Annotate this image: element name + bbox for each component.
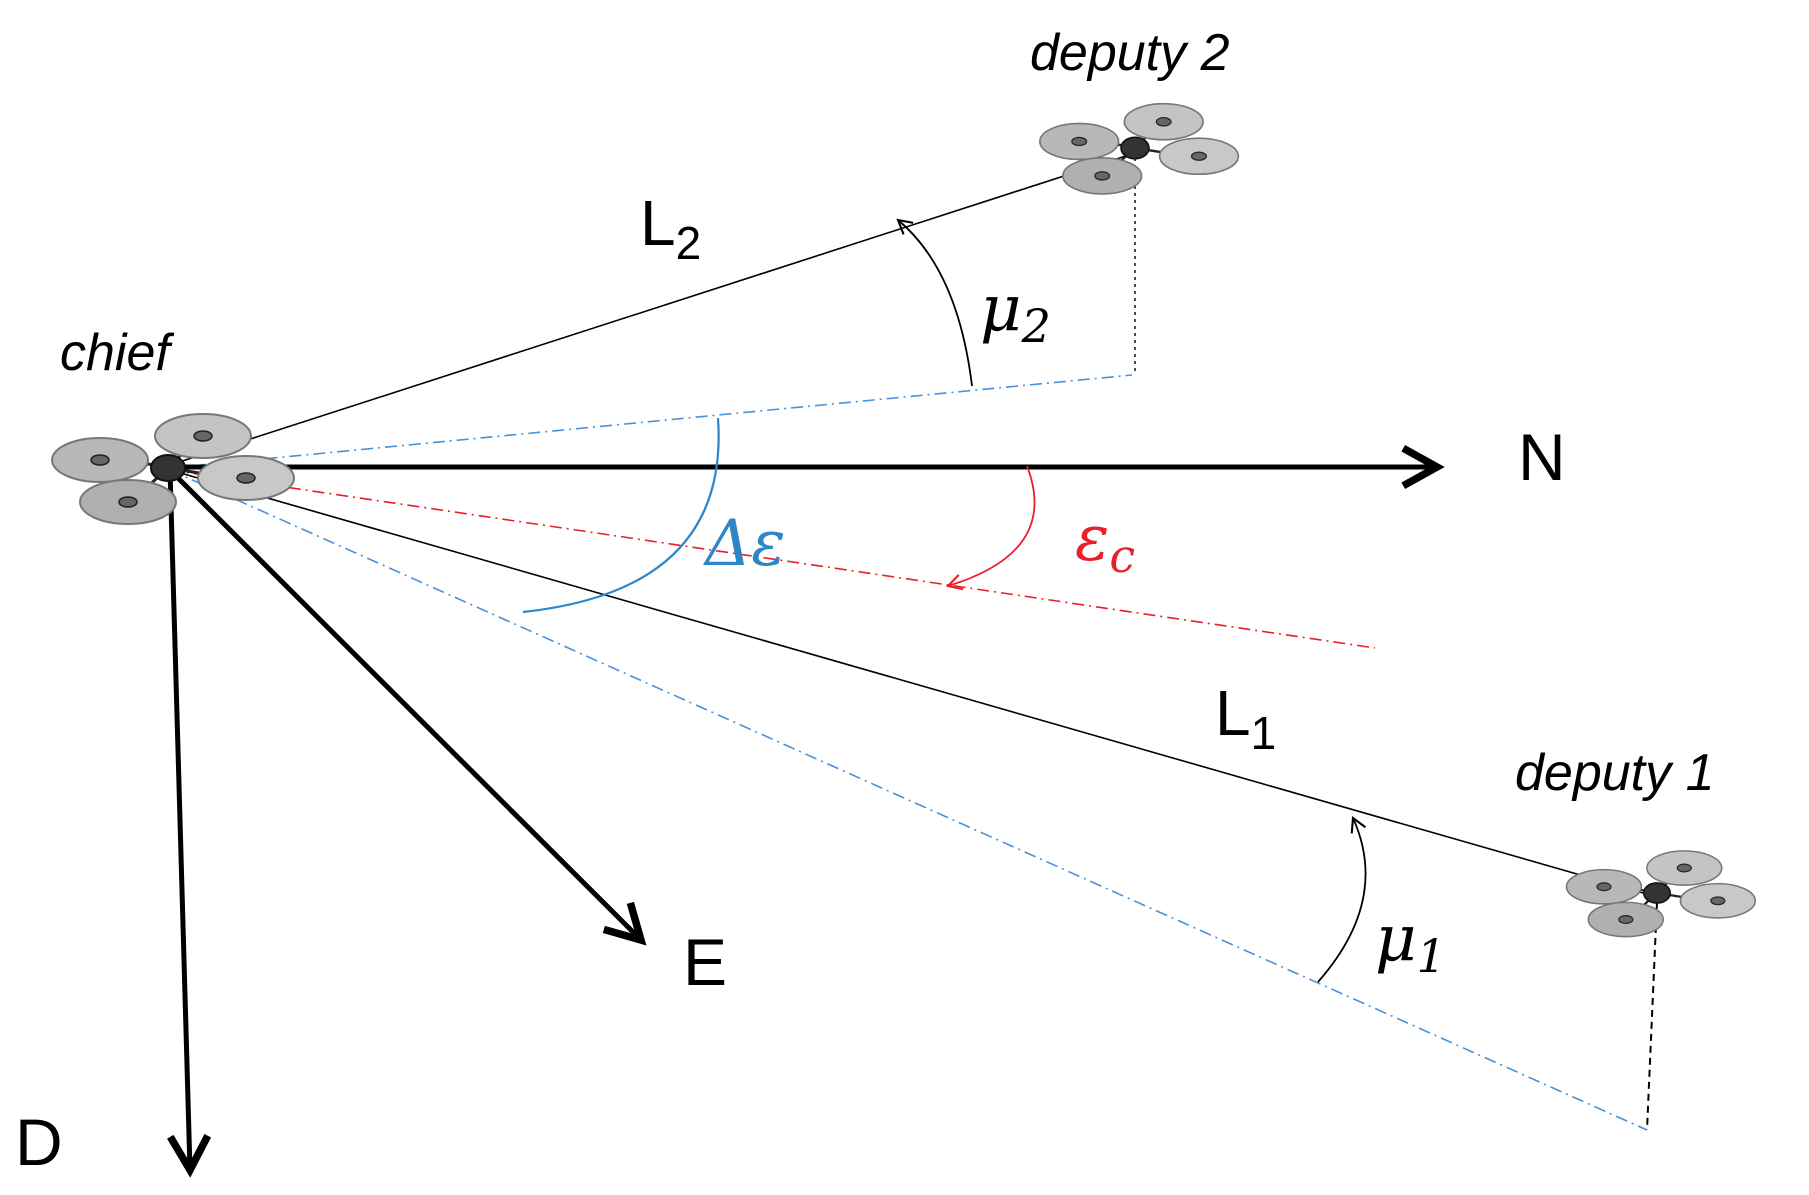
deputy2-drone xyxy=(1038,102,1240,196)
chief-drone xyxy=(50,412,296,526)
deputy2-projection-line xyxy=(169,374,1133,469)
distance-line-l1 xyxy=(169,469,1658,898)
north-label: N xyxy=(1518,420,1566,494)
deputy1-label: deputy 1 xyxy=(1515,744,1715,802)
chief-label: chief xyxy=(60,324,174,382)
delta-eps-label: Δε xyxy=(702,507,786,581)
quadcopter-icon xyxy=(1038,102,1240,196)
quadcopter-icon xyxy=(1565,849,1757,938)
down-label: D xyxy=(15,1105,63,1179)
mu1-label: μ1 xyxy=(1375,902,1446,983)
east-axis xyxy=(168,468,641,940)
eps-c-label: εc xyxy=(1075,502,1135,583)
deputy1-drone xyxy=(1565,849,1757,938)
delta-eps-angle-arc xyxy=(522,417,720,614)
mu2-angle-arc xyxy=(896,218,973,387)
east-label: E xyxy=(683,925,727,999)
mu1-angle-arc xyxy=(1317,816,1367,983)
down-axis xyxy=(170,469,190,1170)
eps-c-angle-arc xyxy=(945,465,1036,591)
deputy2-label: deputy 2 xyxy=(1030,24,1230,82)
deputy1-projection-line xyxy=(169,469,1648,1131)
formation-centerline xyxy=(169,469,1376,649)
mu2-label: μ2 xyxy=(980,272,1051,353)
distance-line-l2 xyxy=(169,152,1136,466)
deputy1-vertical-drop xyxy=(1646,901,1658,1131)
l1-label: L1 xyxy=(1215,677,1276,759)
quadcopter-icon xyxy=(50,412,296,526)
l2-label: L2 xyxy=(640,187,701,269)
